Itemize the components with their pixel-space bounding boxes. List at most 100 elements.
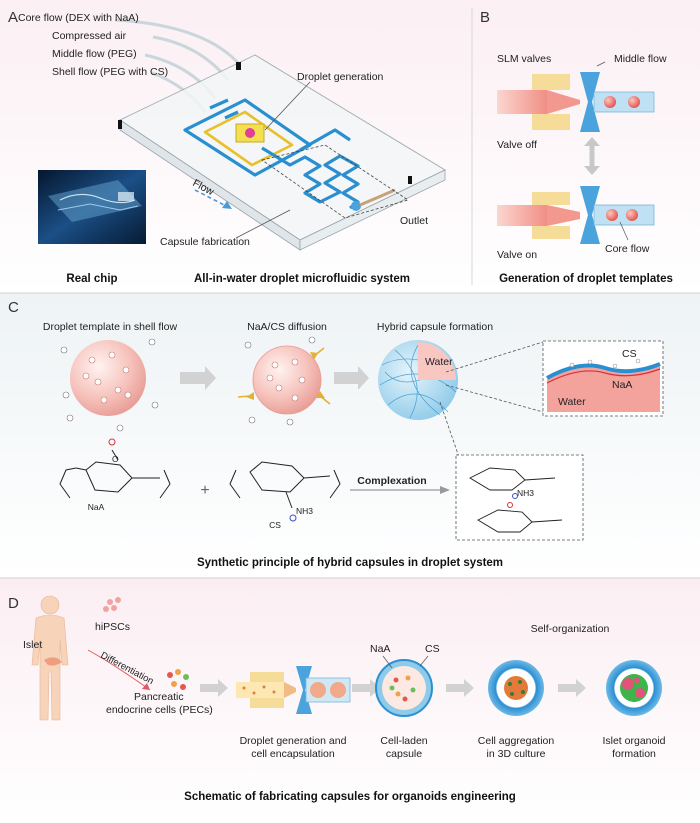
droplet-template-sphere	[70, 340, 146, 416]
naa-o-label: O	[112, 454, 119, 464]
label-pecs-line1: Pancreatic	[134, 691, 184, 703]
valve-off-unit	[497, 72, 655, 132]
real-chip-photo	[38, 170, 146, 244]
panel-a-letter: A	[8, 9, 18, 26]
encapsulation-device	[236, 666, 351, 714]
label-inset-cs: CS	[622, 348, 637, 360]
label-compressed-air: Compressed air	[52, 30, 127, 42]
microfluidic-channels	[183, 98, 360, 210]
panel-c-background	[0, 293, 700, 577]
middle-flow-leader	[596, 61, 606, 67]
islet-organoid-capsule	[606, 660, 662, 716]
label-step2-line2: capsule	[386, 748, 422, 760]
cs-molecule-label: CS	[269, 520, 281, 530]
panel-b: B SLM valves Middle flow Valve off	[480, 9, 673, 285]
inset-membrane: CS NaA Water	[542, 340, 664, 417]
naa-leader	[382, 655, 393, 669]
pecs-cluster	[167, 669, 189, 690]
label-valve-off: Valve off	[497, 139, 537, 151]
arrow-d4	[558, 679, 586, 697]
caption-real-chip: Real chip	[66, 273, 117, 285]
label-droplet-generation: Droplet generation	[297, 71, 384, 83]
label-step3-line1: Cell aggregation	[478, 735, 555, 747]
panel-d-letter: D	[8, 595, 19, 612]
hybrid-capsule: Water	[378, 340, 458, 420]
cs-leader	[419, 655, 429, 667]
label-inset-naa: NaA	[612, 379, 632, 391]
label-pecs-line2: endocrine cells (PECs)	[106, 704, 213, 716]
naa-structure	[59, 438, 171, 499]
flow-arrow-line	[194, 189, 229, 208]
label-complexation: Complexation	[357, 475, 426, 487]
droplet-generation-junction	[235, 123, 265, 143]
flow-arrow-head	[222, 201, 232, 209]
panel-c: C Droplet template in shell flow NaA/CS …	[8, 299, 664, 569]
droplet-generation-leader	[264, 81, 311, 131]
label-hybrid-formation: Hybrid capsule formation	[377, 321, 493, 333]
label-capsule-fabrication: Capsule fabrication	[160, 236, 250, 248]
caption-all-in-water: All-in-water droplet microfluidic system	[194, 273, 410, 285]
hipscs-cluster	[103, 597, 121, 612]
complex-inset: NH3	[455, 454, 584, 541]
caption-schematic: Schematic of fabricating capsules for or…	[184, 791, 516, 803]
arrow-d1	[200, 679, 228, 697]
complexation-arrow-head	[440, 486, 450, 494]
caption-generation: Generation of droplet templates	[499, 273, 673, 285]
arrow-d2	[352, 679, 380, 697]
cell-laden-capsule	[375, 659, 433, 717]
differentiation-arrow-head	[142, 683, 150, 690]
arrow-c1	[180, 366, 216, 390]
label-water-core: Water	[425, 356, 453, 368]
pancreas-icon	[44, 657, 62, 666]
arrow-c2	[334, 366, 369, 390]
chip-port-3	[408, 176, 412, 184]
label-droplet-template: Droplet template in shell flow	[43, 321, 178, 333]
label-d-cs: CS	[425, 643, 440, 655]
capsule-fabrication-leader	[235, 209, 291, 239]
cs-structure	[229, 461, 341, 522]
label-step1-line2: cell encapsulation	[251, 748, 335, 760]
chip-port-2	[118, 120, 122, 129]
outlet-tube	[359, 188, 396, 207]
label-d-naa: NaA	[370, 643, 390, 655]
differentiation-arrow	[87, 649, 151, 691]
zoom-lines	[439, 341, 544, 461]
label-outlet: Outlet	[400, 215, 428, 227]
label-core-flow: Core flow (DEX with NaA)	[18, 12, 139, 24]
toggle-arrow	[584, 137, 600, 175]
arrow-d3	[446, 679, 474, 697]
cs-nh3-label: NH3	[296, 506, 313, 516]
panel-a: A Core flow (DEX with NaA) Compressed ai…	[8, 9, 447, 285]
cs-particles-1	[60, 338, 159, 432]
human-body-icon	[31, 595, 69, 721]
caption-synthetic: Synthetic principle of hybrid capsules i…	[197, 557, 503, 569]
label-shell-flow: Shell flow (PEG with CS)	[52, 66, 168, 78]
aggregation-capsule	[488, 660, 544, 716]
label-diffusion: NaA/CS diffusion	[247, 321, 327, 333]
label-step3-line2: in 3D culture	[487, 748, 546, 760]
complex-nh3-label: NH3	[517, 488, 534, 498]
label-self-organization: Self-organization	[531, 623, 610, 635]
label-step2-line1: Cell-laden	[380, 735, 427, 747]
label-valve-on: Valve on	[497, 249, 537, 261]
label-islet: Islet	[23, 639, 42, 651]
label-middle-flow: Middle flow (PEG)	[52, 48, 137, 60]
label-slm-valves: SLM valves	[497, 53, 551, 65]
plus-sign: +	[200, 482, 209, 499]
label-inset-water: Water	[558, 396, 586, 408]
label-step4-line2: formation	[612, 748, 656, 760]
panel-b-letter: B	[480, 9, 490, 26]
outlet-port	[351, 201, 361, 211]
panel-c-letter: C	[8, 299, 19, 316]
label-b-middle-flow: Middle flow	[614, 53, 667, 65]
label-hipscs: hiPSCs	[95, 621, 130, 633]
label-step1-line1: Droplet generation and	[240, 735, 347, 747]
naa-molecule-label: NaA	[88, 502, 105, 512]
label-step4-line1: Islet organoid	[602, 735, 665, 747]
label-b-core-flow: Core flow	[605, 243, 650, 255]
cs-particles-2	[244, 336, 316, 426]
diffusion-sphere	[237, 345, 331, 415]
valve-on-unit	[497, 186, 655, 244]
chip-port-1	[236, 62, 241, 70]
